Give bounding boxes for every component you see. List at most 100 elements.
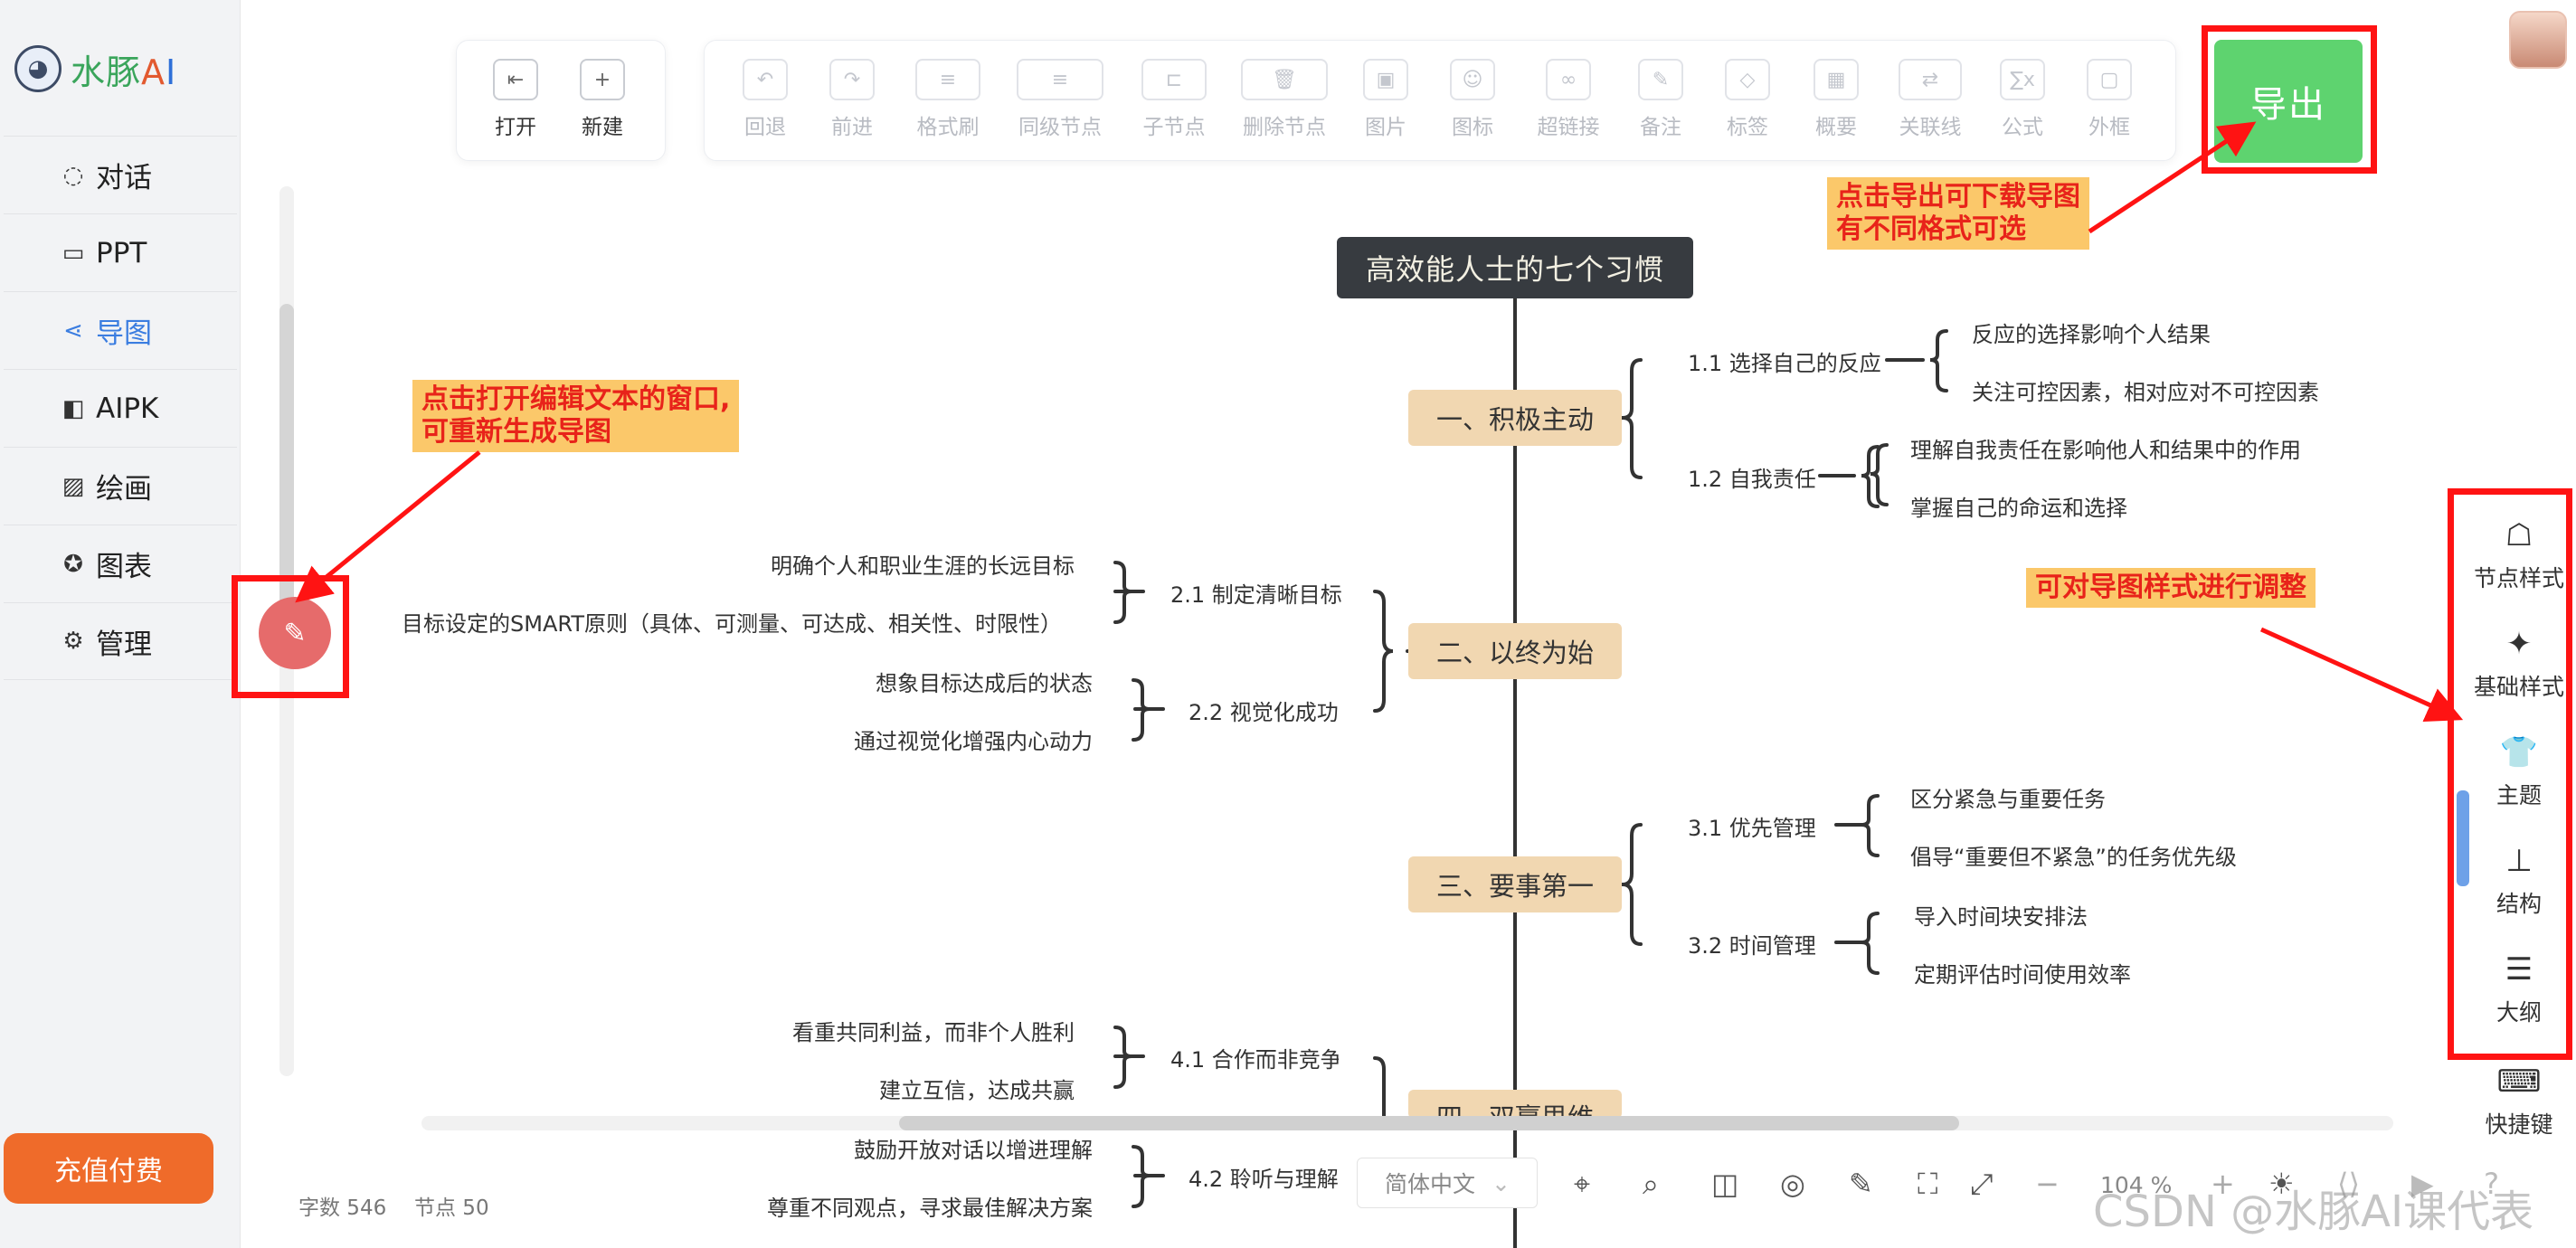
mindmap-leaf[interactable]: 导入时间块安排法 <box>1914 904 2088 930</box>
format-painter-button[interactable]: ≡ 格式刷 <box>907 59 989 140</box>
mindmap-node-1-2[interactable]: 1.2 自我责任 <box>1688 467 1816 492</box>
structure-label: 结构 <box>2496 891 2542 917</box>
formula-button[interactable]: ∑x 公式 <box>1982 59 2063 140</box>
mindmap-leaf[interactable]: 区分紧急与重要任务 <box>1910 787 2106 812</box>
relation-line-button[interactable]: ⇄ 关联线 <box>1889 59 1971 140</box>
outer-frame-label: 外框 <box>2088 116 2130 139</box>
new-label: 新建 <box>582 116 623 139</box>
mindmap-node-3-2[interactable]: 3.2 时间管理 <box>1688 933 1816 959</box>
note-button[interactable]: ✎ 备注 <box>1620 59 1701 140</box>
mindmap-leaf[interactable]: 尊重不同观点，寻求最佳解决方案 <box>767 1196 1093 1221</box>
hyperlink-button[interactable]: ∞ 超链接 <box>1528 59 1609 140</box>
sidebar-item-chat[interactable]: ◌ 对话 <box>4 136 237 213</box>
file-toolbar: ⇤ 打开 + 新建 <box>456 40 666 161</box>
mindmap-leaf[interactable]: 反应的选择影响个人结果 <box>1972 322 2211 347</box>
mindmap-leaf[interactable]: 鼓励开放对话以增进理解 <box>854 1138 1093 1163</box>
vertical-scrollbar-thumb[interactable] <box>279 304 294 638</box>
mindmap-node-branch-4[interactable]: 四、双赢思维 <box>1408 1090 1622 1119</box>
locate-icon[interactable]: ⌖ <box>1574 1167 1591 1201</box>
mindmap-leaf[interactable]: 掌握自己的命运和选择 <box>1910 496 2127 521</box>
node-style-button[interactable]: ☖ 节点样式 <box>2466 517 2572 593</box>
recharge-button[interactable]: 充值付费 <box>4 1133 213 1204</box>
icon-button[interactable]: ☺ 图标 <box>1432 59 1513 140</box>
language-select[interactable]: 简体中文 ⌄ <box>1357 1158 1538 1208</box>
app-name-part2: A <box>141 52 166 92</box>
redo-button[interactable]: ↷ 前进 <box>811 59 893 140</box>
mindmap-leaf[interactable]: 通过视觉化增强内心动力 <box>854 729 1093 754</box>
delete-node-button[interactable]: 🗑 删除节点 <box>1241 59 1328 140</box>
sun-icon[interactable]: ☀ <box>2268 1167 2295 1201</box>
shirt-icon: 👕 <box>2499 734 2539 771</box>
zoom-out-button[interactable]: − <box>2035 1167 2060 1201</box>
frame-icon: ▢ <box>2087 59 2132 100</box>
sidebar-item-mindmap[interactable]: ⋖ 导图 <box>4 291 237 369</box>
theme-button[interactable]: 👕 主题 <box>2466 734 2572 810</box>
mindmap-node-2-1[interactable]: 2.1 制定清晰目标 <box>1170 582 1342 608</box>
sidebar-item-drawing[interactable]: ▨ 绘画 <box>4 447 237 525</box>
zoom-in-button[interactable]: + <box>2211 1167 2235 1201</box>
sidebar-item-ppt[interactable]: ▭ PPT <box>4 213 237 291</box>
mindmap-leaf[interactable]: 建立互信，达成共赢 <box>879 1078 1075 1103</box>
edit-highlight-box <box>232 575 349 698</box>
base-style-button[interactable]: ✦ 基础样式 <box>2466 626 2572 702</box>
slides-icon: ▭ <box>62 239 85 267</box>
shortcuts-button[interactable]: ⌨ 快捷键 <box>2466 1064 2572 1139</box>
app-logo[interactable]: ◕ 水豚AI <box>14 40 176 98</box>
outline-button[interactable]: ☰ 大纲 <box>2466 951 2572 1027</box>
summary-button[interactable]: ▦ 概要 <box>1795 59 1877 140</box>
mindmap-node-branch-3[interactable]: 三、要事第一 <box>1408 856 1622 912</box>
undo-button[interactable]: ↶ 回退 <box>724 59 806 140</box>
mindmap-leaf[interactable]: 倡导“重要但不紧急”的任务优先级 <box>1910 845 2237 870</box>
mindmap-node-3-1[interactable]: 3.1 优先管理 <box>1688 816 1816 841</box>
outer-frame-button[interactable]: ▢ 外框 <box>2069 59 2150 140</box>
sidebar-item-aipk[interactable]: ◧ AIPK <box>4 369 237 447</box>
help-icon[interactable]: ? <box>2484 1167 2499 1201</box>
gear-icon: ⚙ <box>62 628 84 655</box>
fit-canvas-icon[interactable]: ⛶ <box>1918 1167 1938 1201</box>
tag-button[interactable]: ◇ 标签 <box>1707 59 1788 140</box>
present-icon[interactable]: ▶ <box>2411 1167 2434 1201</box>
sibling-node-label: 同级节点 <box>1018 116 1102 139</box>
mindmap-leaf[interactable]: 目标设定的SMART原则（具体、可测量、可达成、相关性、时限性） <box>402 611 1062 637</box>
mindmap-node-2-2[interactable]: 2.2 视觉化成功 <box>1189 700 1339 725</box>
right-panel-toggle[interactable] <box>2457 790 2469 886</box>
edit-callout: 点击打开编辑文本的窗口, 可重新生成导图 <box>412 380 740 452</box>
sidebar-item-manage[interactable]: ⚙ 管理 <box>4 602 237 680</box>
mindmap-node-4-1[interactable]: 4.1 合作而非竞争 <box>1170 1047 1339 1073</box>
export-highlight-box <box>2202 25 2377 174</box>
edit-icon[interactable]: ✎ <box>1849 1167 1873 1201</box>
mindmap-leaf[interactable]: 关注可控因素，相对应对不可控因素 <box>1972 380 2319 405</box>
sibling-node-button[interactable]: ≡ 同级节点 <box>1017 59 1103 140</box>
chevron-down-icon: ⌄ <box>1492 1169 1511 1196</box>
mindmap-root-node[interactable]: 高效能人士的七个习惯 <box>1337 237 1693 298</box>
open-button[interactable]: ⇤ 打开 <box>475 59 556 140</box>
mindmap-node-4-2[interactable]: 4.2 聆听与理解 <box>1189 1167 1339 1192</box>
horizontal-scrollbar-thumb[interactable] <box>899 1116 1959 1130</box>
mouse-icon[interactable]: ◫ <box>1711 1167 1739 1201</box>
mindmap-node-branch-1[interactable]: 一、积极主动 <box>1408 390 1622 446</box>
mindmap-leaf[interactable]: 明确个人和职业生涯的长远目标 <box>771 553 1075 579</box>
mindmap-leaf[interactable]: 理解自我责任在影响他人和结果中的作用 <box>1910 438 2301 463</box>
edit-text-button[interactable]: ✎ <box>259 597 331 669</box>
image-button[interactable]: ▣ 图片 <box>1345 59 1426 140</box>
user-avatar[interactable] <box>2509 11 2567 69</box>
mindmap-leaf[interactable]: 看重共同利益，而非个人胜利 <box>792 1020 1075 1045</box>
structure-button[interactable]: ⊥ 结构 <box>2466 843 2572 919</box>
mindmap-leaf[interactable]: 想象目标达成后的状态 <box>876 671 1093 696</box>
sidebar-item-chart[interactable]: ✪ 图表 <box>4 525 237 602</box>
new-button[interactable]: + 新建 <box>562 59 643 140</box>
summary-label: 概要 <box>1815 116 1857 139</box>
child-node-button[interactable]: ⊏ 子节点 <box>1133 59 1215 140</box>
search-icon[interactable]: ⌕ <box>1643 1167 1659 1201</box>
mindmap-leaf[interactable]: 定期评估时间使用效率 <box>1914 962 2131 988</box>
fullscreen-icon[interactable]: ⤢ <box>1970 1167 1994 1201</box>
export-button[interactable]: 导出 <box>2214 40 2363 163</box>
compass-icon[interactable]: ◎ <box>1780 1167 1805 1201</box>
app-name-part3: I <box>166 52 177 92</box>
mindmap-node-1-1[interactable]: 1.1 选择自己的反应 <box>1688 351 1881 376</box>
mindmap-node-branch-2[interactable]: 二、以终为始 <box>1408 623 1622 679</box>
code-icon[interactable]: ⟨⟩ <box>2337 1167 2360 1201</box>
tag-label: 标签 <box>1727 116 1768 139</box>
child-node-label: 子节点 <box>1142 116 1206 139</box>
